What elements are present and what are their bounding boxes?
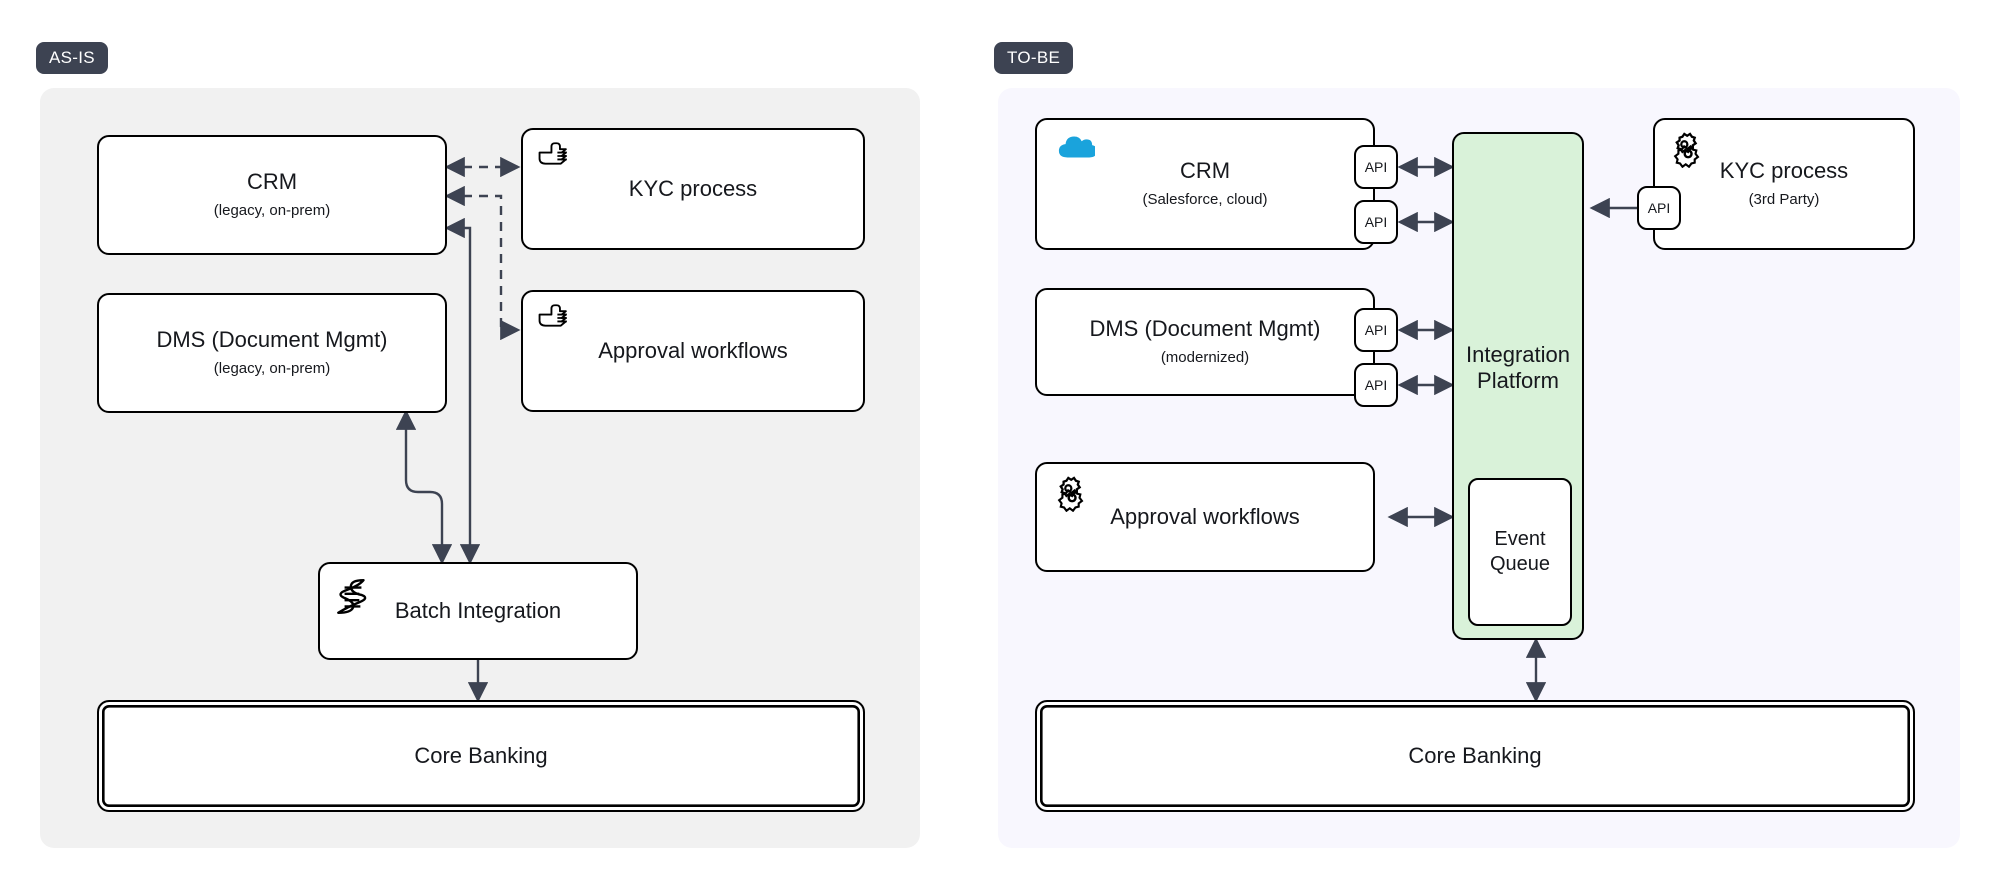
node-title: Integration Platform [1466,342,1570,394]
node-to-be-core-banking[interactable]: Core Banking [1035,700,1915,812]
node-to-be-dms[interactable]: DMS (Document Mgmt) (modernized) [1035,288,1375,396]
pointing-hand-icon [537,303,571,333]
api-badge-dms-1[interactable]: API [1354,308,1398,352]
node-as-is-crm[interactable]: CRM (legacy, on-prem) [97,135,447,255]
node-title: KYC process [628,175,758,201]
pointing-hand-icon [537,141,571,171]
node-title: DMS (Document Mgmt) [156,326,388,352]
panel-tag-as-is: AS-IS [36,42,108,74]
node-subtitle: (3rd Party) [1748,191,1820,209]
node-title: Core Banking [414,742,548,768]
node-as-is-dms[interactable]: DMS (Document Mgmt) (legacy, on-prem) [97,293,447,413]
node-to-be-event-queue[interactable]: Event Queue [1468,478,1572,626]
node-title: KYC process [1719,157,1849,183]
node-title: CRM [1179,157,1231,183]
node-to-be-kyc[interactable]: KYC process (3rd Party) [1653,118,1915,250]
api-badge-label: API [1647,200,1671,216]
api-badge-dms-2[interactable]: API [1354,363,1398,407]
node-as-is-approval[interactable]: Approval workflows [521,290,865,412]
node-to-be-integration-platform[interactable]: Integration Platform Event Queue [1452,132,1584,640]
node-title: Approval workflows [1110,503,1300,529]
api-badge-kyc[interactable]: API [1637,186,1681,230]
node-subtitle: (legacy, on-prem) [213,360,331,378]
gears-icon [1671,132,1709,168]
api-badge-label: API [1364,322,1388,338]
node-to-be-approval[interactable]: Approval workflows [1035,462,1375,572]
api-badge-crm-2[interactable]: API [1354,200,1398,244]
node-title: Approval workflows [598,337,788,363]
api-badge-label: API [1364,159,1388,175]
batch-script-icon [335,577,371,617]
node-title: Event Queue [1489,528,1551,575]
api-badge-label: API [1364,214,1388,230]
node-title: Core Banking [1408,742,1542,768]
panel-tag-to-be: TO-BE [994,42,1074,74]
node-title: CRM [246,168,298,194]
node-subtitle: (legacy, on-prem) [213,202,331,220]
node-subtitle: (modernized) [1160,349,1250,367]
gears-icon [1055,476,1093,512]
api-badge-label: API [1364,377,1388,393]
node-to-be-crm[interactable]: CRM (Salesforce, cloud) [1035,118,1375,250]
node-as-is-core-banking[interactable]: Core Banking [97,700,865,812]
node-title: Batch Integration [394,597,562,623]
api-badge-crm-1[interactable]: API [1354,145,1398,189]
node-subtitle: (Salesforce, cloud) [1142,191,1268,209]
node-as-is-batch-integration[interactable]: Batch Integration [318,562,638,660]
node-title: DMS (Document Mgmt) [1089,315,1321,341]
cloud-icon [1057,134,1095,160]
node-as-is-kyc[interactable]: KYC process [521,128,865,250]
